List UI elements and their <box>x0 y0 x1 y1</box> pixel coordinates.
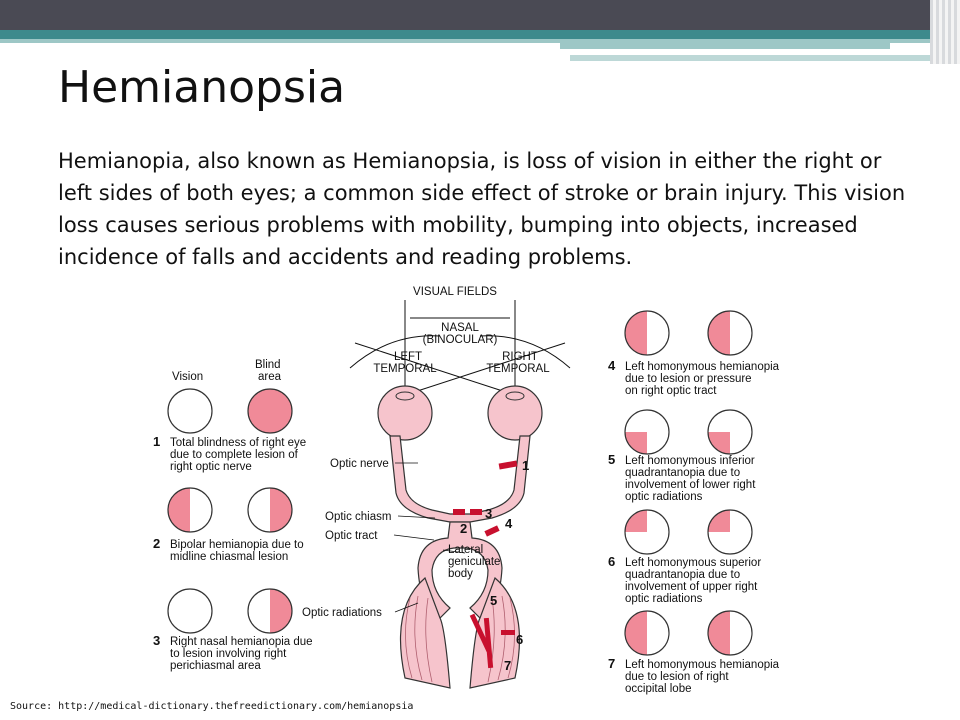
blind-header: Blind <box>255 359 281 371</box>
anatomy-leaders <box>393 462 466 613</box>
slide-title: Hemianopsia <box>58 62 346 113</box>
lesion-description-3: 3 Right nasal hemianopia due to lesion i… <box>153 633 313 672</box>
accent-stripe-light <box>0 39 960 43</box>
svg-text:involvement of lower right: involvement of lower right <box>625 479 756 491</box>
lesion-description-4: 4 Left homonymous hemianopia due to lesi… <box>608 358 780 397</box>
svg-text:6: 6 <box>516 632 523 647</box>
field-set-3 <box>167 588 293 634</box>
svg-text:optic radiations: optic radiations <box>625 491 703 503</box>
svg-text:Left homonymous hemianopia: Left homonymous hemianopia <box>625 659 780 671</box>
svg-text:3: 3 <box>153 633 160 648</box>
lgb-label-2: geniculate <box>448 556 500 568</box>
visual-field-lines <box>349 300 571 397</box>
lesion-numbers: 1 2 3 4 5 6 7 <box>460 458 529 673</box>
svg-text:2: 2 <box>460 521 467 536</box>
nasal-label: NASAL <box>441 322 479 334</box>
svg-text:1: 1 <box>153 434 160 449</box>
svg-text:Left homonymous superior: Left homonymous superior <box>625 557 761 569</box>
radiation-fibers <box>405 595 515 683</box>
binocular-label: (BINOCULAR) <box>423 334 498 346</box>
optic-nerve-label: Optic nerve <box>330 458 389 470</box>
svg-text:Left homonymous inferior: Left homonymous inferior <box>625 455 755 467</box>
svg-text:quadrantanopia due to: quadrantanopia due to <box>625 467 740 479</box>
source-citation: Source: http://medical-dictionary.thefre… <box>10 701 414 712</box>
svg-text:perichiasmal area: perichiasmal area <box>170 660 261 672</box>
field-set-4 <box>624 310 753 356</box>
field-set-1 <box>167 388 293 434</box>
header-bar <box>0 0 960 30</box>
svg-text:involvement of upper right: involvement of upper right <box>625 581 758 593</box>
eye-lenses <box>395 391 525 401</box>
vision-header: Vision <box>172 371 203 383</box>
svg-text:to lesion involving right: to lesion involving right <box>170 648 287 660</box>
svg-text:5: 5 <box>490 593 497 608</box>
accent-stripe-segment <box>560 43 890 49</box>
svg-text:Left homonymous hemianopia: Left homonymous hemianopia <box>625 361 780 373</box>
svg-text:occipital lobe: occipital lobe <box>625 683 691 695</box>
visual-pathway <box>377 385 543 689</box>
accent-stripe-segment-lower <box>570 55 960 61</box>
left-label: LEFT <box>394 351 422 363</box>
left-temporal-label: TEMPORAL <box>373 363 437 375</box>
field-set-7 <box>624 610 753 656</box>
lesion-description-6: 6 Left homonymous superior quadrantanopi… <box>608 554 761 605</box>
svg-text:Total blindness of right eye: Total blindness of right eye <box>170 437 306 449</box>
optic-tract-label: Optic tract <box>325 530 378 542</box>
svg-text:quadrantanopia due to: quadrantanopia due to <box>625 569 740 581</box>
svg-text:3: 3 <box>485 506 492 521</box>
visual-pathway-diagram: VISUAL FIELDS NASAL (BINOCULAR) LEFT TEM… <box>153 286 780 695</box>
right-temporal-label: TEMPORAL <box>486 363 550 375</box>
svg-text:2: 2 <box>153 536 160 551</box>
svg-text:Right nasal hemianopia due: Right nasal hemianopia due <box>170 636 313 648</box>
corner-decoration <box>930 0 960 64</box>
slide-paragraph: Hemianopia, also known as Hemianopsia, i… <box>58 149 906 269</box>
visual-fields-label: VISUAL FIELDS <box>413 286 497 298</box>
svg-text:4: 4 <box>608 358 616 373</box>
svg-text:7: 7 <box>608 656 615 671</box>
right-label: RIGHT <box>502 351 538 363</box>
lesion-markers <box>453 460 518 669</box>
area-header: area <box>258 371 282 383</box>
optic-radiations-label: Optic radiations <box>302 607 382 619</box>
svg-text:4: 4 <box>505 516 513 531</box>
lesion-description-2: 2 Bipolar hemianopia due to midline chia… <box>153 536 304 563</box>
svg-text:due to lesion of right: due to lesion of right <box>625 671 729 683</box>
svg-text:on right optic tract: on right optic tract <box>625 385 717 397</box>
optic-chiasm-label: Optic chiasm <box>325 511 391 523</box>
lgb-label-3: body <box>448 568 473 580</box>
field-set-5 <box>624 409 753 455</box>
svg-text:7: 7 <box>504 658 511 673</box>
svg-text:midline chiasmal lesion: midline chiasmal lesion <box>170 551 288 563</box>
svg-text:optic radiations: optic radiations <box>625 593 703 605</box>
svg-text:6: 6 <box>608 554 615 569</box>
svg-text:right optic nerve: right optic nerve <box>170 461 252 473</box>
svg-text:1: 1 <box>522 458 529 473</box>
lesion-description-5: 5 Left homonymous inferior quadrantanopi… <box>608 452 756 503</box>
field-set-6 <box>624 509 753 555</box>
lesion-description-1: 1 Total blindness of right eye due to co… <box>153 434 306 473</box>
lgb-label-1: Lateral <box>448 544 483 556</box>
accent-stripe <box>0 30 960 39</box>
lesion-description-7: 7 Left homonymous hemianopia due to lesi… <box>608 656 780 695</box>
svg-text:due to lesion or pressure: due to lesion or pressure <box>625 373 752 385</box>
svg-text:Bipolar hemianopia due to: Bipolar hemianopia due to <box>170 539 304 551</box>
svg-text:due to complete lesion of: due to complete lesion of <box>170 449 299 461</box>
svg-text:5: 5 <box>608 452 615 467</box>
field-set-2 <box>167 487 293 533</box>
